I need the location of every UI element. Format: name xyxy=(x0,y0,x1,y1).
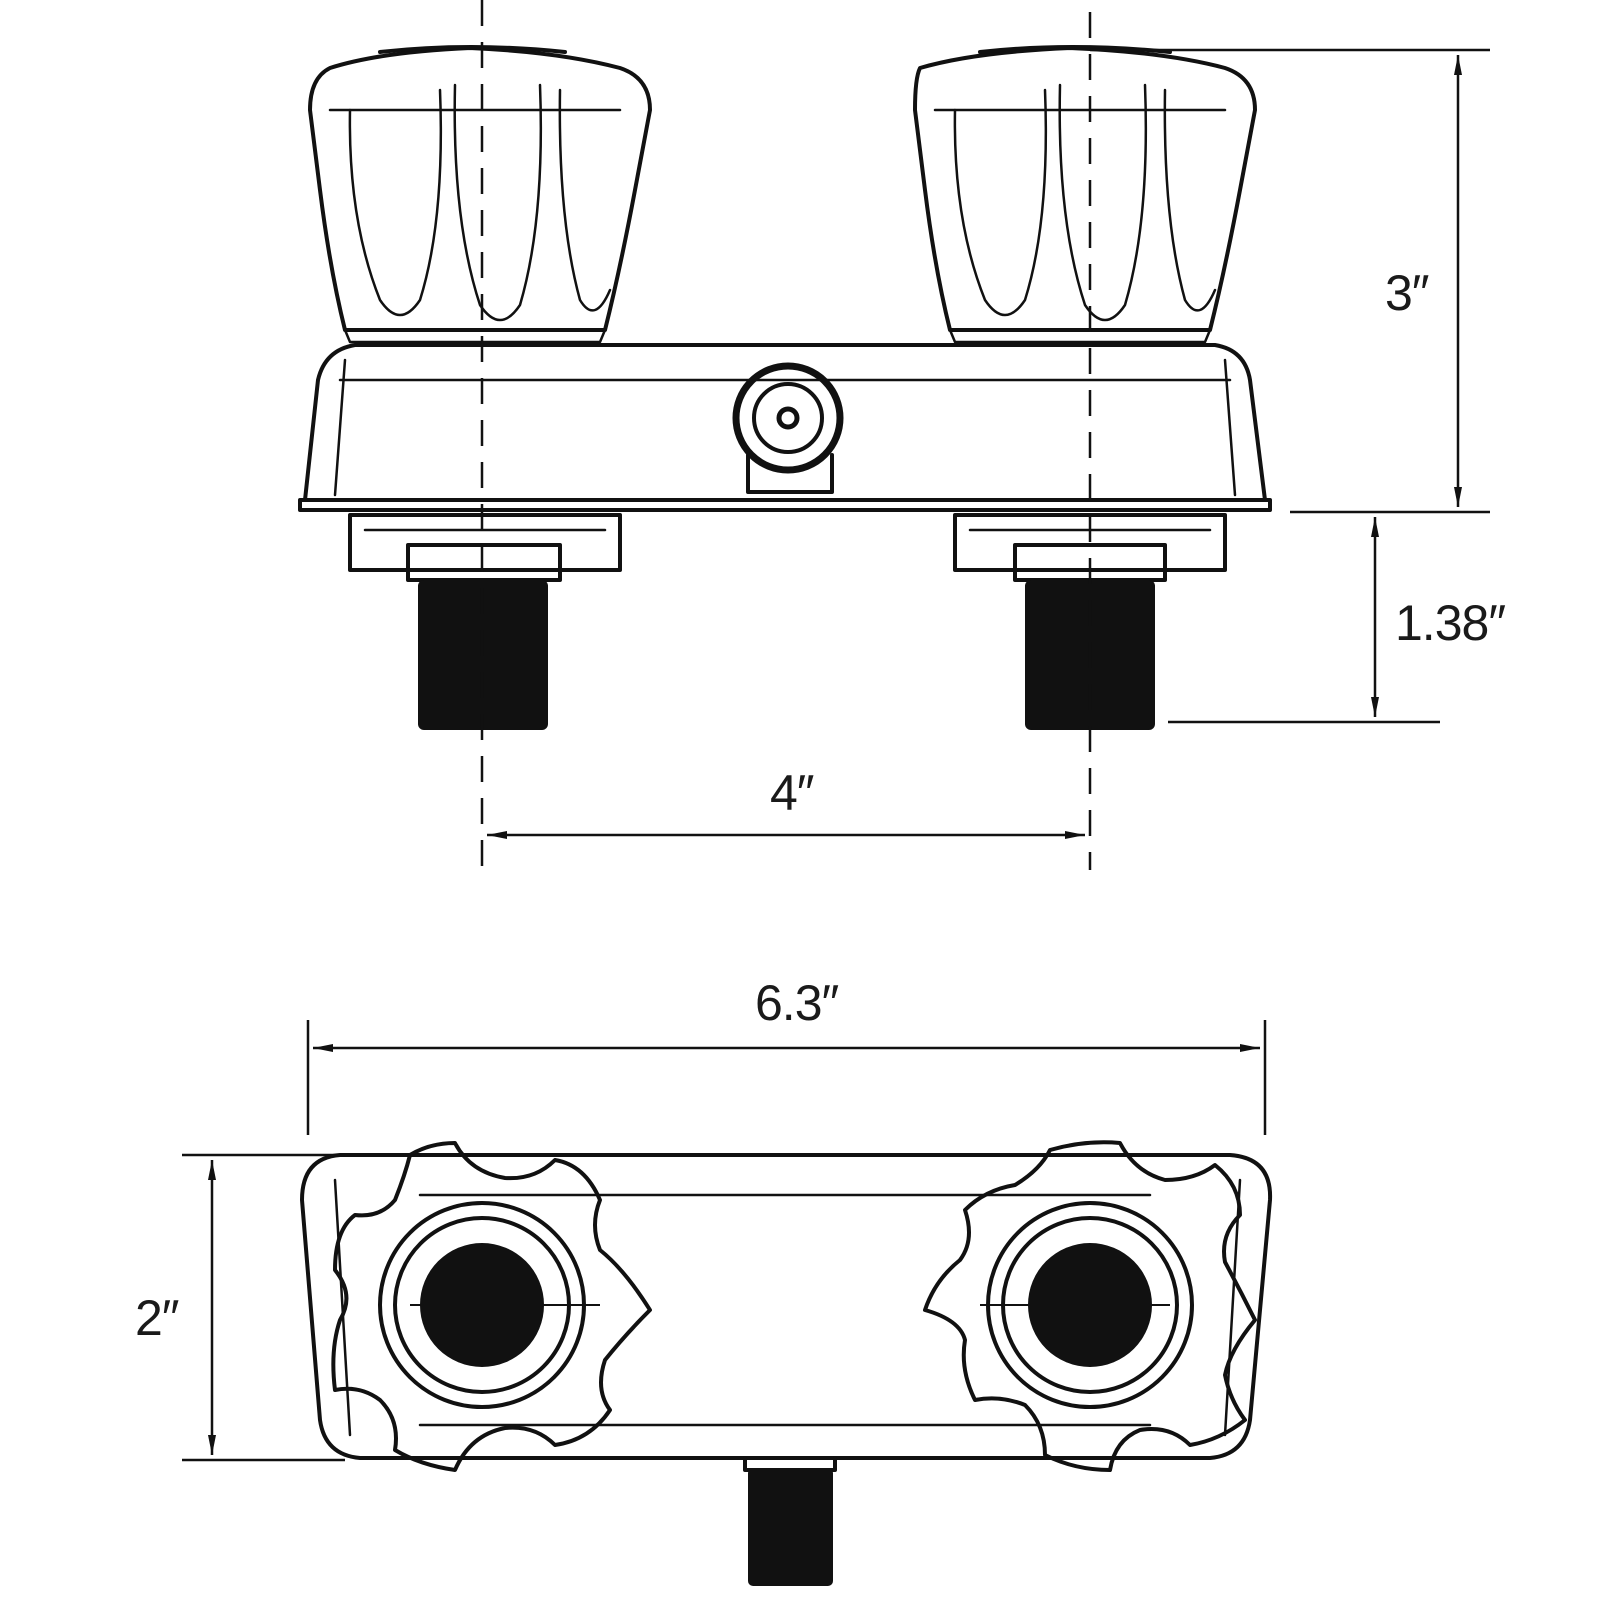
faucet-body-front xyxy=(298,343,1272,512)
dimension-label-center-spacing: 4″ xyxy=(770,765,814,821)
dimension-label-thread-length: 1.38″ xyxy=(1395,595,1505,651)
outlet-threaded-stem xyxy=(748,1468,833,1586)
front-view xyxy=(298,0,1272,870)
dimension-depth: 2″ xyxy=(135,1153,345,1462)
dimension-label-height-total: 3″ xyxy=(1385,265,1429,321)
faucet-body-top xyxy=(300,1153,1273,1460)
diverter-knob-front xyxy=(732,362,844,494)
dimension-thread-length: 1.38″ xyxy=(1168,517,1506,724)
right-handle-front xyxy=(913,45,1257,344)
dimension-overall-width: 6.3″ xyxy=(306,975,1267,1135)
right-handle-top xyxy=(923,1140,1257,1472)
dimension-height-total: 3″ xyxy=(1090,48,1490,514)
diverter-outlet-top xyxy=(743,1456,837,1586)
left-mount-nut xyxy=(348,513,622,730)
left-handle-front xyxy=(308,45,652,344)
dimension-label-depth: 2″ xyxy=(135,1290,179,1346)
left-handle-top xyxy=(331,1141,652,1472)
dimension-label-overall-width: 6.3″ xyxy=(755,975,839,1031)
top-view xyxy=(300,1140,1273,1586)
dimension-center-spacing: 4″ xyxy=(487,765,1085,839)
